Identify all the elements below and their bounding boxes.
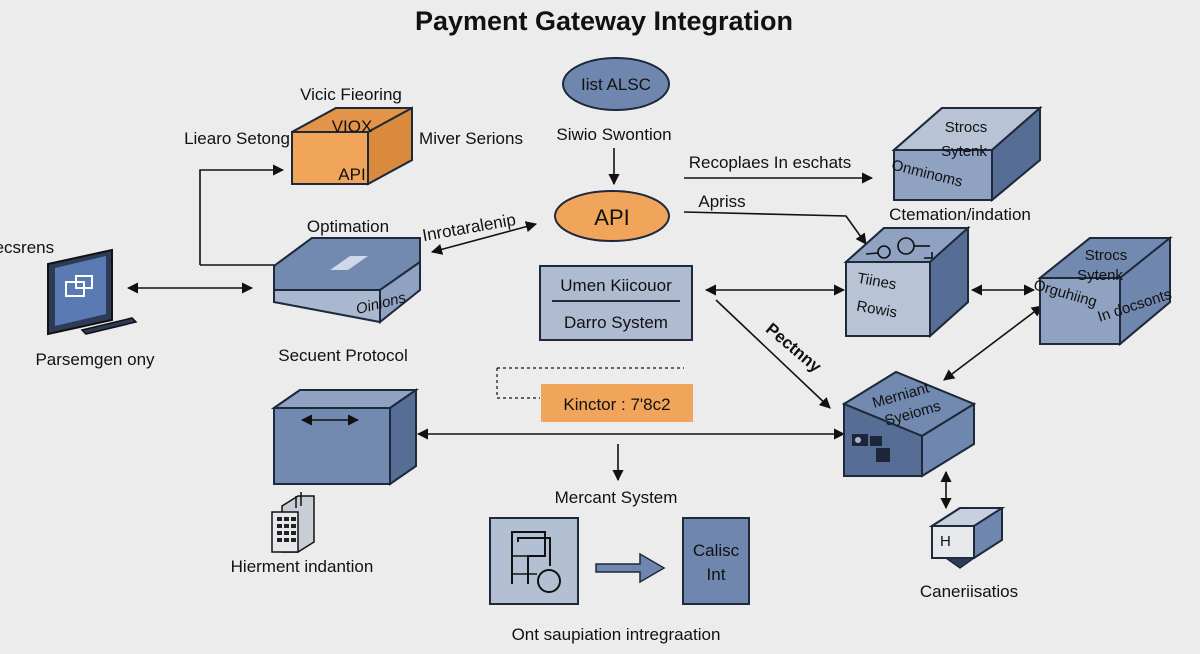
hierment-indantion-label: Hierment indantion <box>231 557 374 576</box>
connector-dashed-kinctor <box>496 368 540 399</box>
siwio-swontion-label: Siwio Swontion <box>556 125 671 144</box>
ctemation-label: Ctemation/indation <box>889 205 1031 224</box>
tiines-label: Tiines <box>856 270 898 294</box>
secuent-protocol-label: Secuent Protocol <box>278 346 407 365</box>
sytenk-2-label: Sytenk <box>1077 267 1123 284</box>
strocs-sytenk-cube-1[interactable]: Strocs Sytenk Onminoms <box>890 105 1043 203</box>
api-main-node[interactable]: API <box>554 190 670 242</box>
merniant-syeioms-cube[interactable]: Merniant Syeioms <box>841 370 977 478</box>
iist-alsc-label: Iist ALSC <box>581 75 651 94</box>
liearo-setong-label: Liearo Setong <box>184 129 290 148</box>
miver-serions-label: Miver Serions <box>419 129 523 148</box>
iecsrens-label: Iecsrens <box>0 238 54 257</box>
calisc-label: Calisc <box>693 541 740 560</box>
tiines-rowis-cube[interactable]: Tiines Rowis <box>843 225 971 339</box>
secuent-protocol-cube[interactable]: Oinions <box>273 237 421 325</box>
document-search-icon <box>511 531 561 593</box>
strocs-2-label: Strocs <box>1085 247 1128 264</box>
diagram-title: Payment Gateway Integration <box>415 6 793 36</box>
connector-inrotaralenip <box>430 221 538 255</box>
umen-kiicouor-label: Umen Kiicouor <box>560 276 672 295</box>
bottom-left-cube[interactable] <box>270 388 420 486</box>
connectors <box>126 148 1043 510</box>
kinctor-box[interactable]: Kinctor : 7'8c2 <box>541 384 693 422</box>
connector-pectnny <box>715 299 831 409</box>
strocs-1-label: Strocs <box>945 119 988 136</box>
iist-alsc-node[interactable]: Iist ALSC <box>562 57 670 111</box>
inrotaralenip-label: Inrotaralenip <box>421 210 517 245</box>
monitor-icon <box>47 248 138 336</box>
umen-darro-box[interactable]: Umen Kiicouor Darro System <box>539 265 693 341</box>
vicic-fieoring-label: Vicic Fieoring <box>300 85 402 104</box>
sytenk-1-label: Sytenk <box>941 143 987 160</box>
viox-api-cube[interactable]: VIOX API <box>291 106 413 186</box>
viox-label: VIOX <box>332 117 373 136</box>
ont-saupiation-label: Ont saupiation intregraation <box>512 625 721 644</box>
parsemgen-ony-label: Parsemgen ony <box>35 350 155 369</box>
connector-apriss <box>683 211 867 245</box>
darro-system-label: Darro System <box>564 313 668 332</box>
device-glyph-icon <box>852 434 890 462</box>
h-glyph: H <box>940 533 951 550</box>
recoplaes-label: Recoplaes In eschats <box>689 153 852 172</box>
document-search-box[interactable] <box>489 517 579 605</box>
caneriisatios-node[interactable]: H <box>928 507 1006 569</box>
apriss-label: Apriss <box>698 192 745 211</box>
api-cube-label: API <box>338 165 365 184</box>
node-link-icon <box>865 237 933 259</box>
calisc-int-box[interactable]: Calisc Int <box>682 517 750 605</box>
mercant-system-label: Mercant System <box>555 488 678 507</box>
rowis-label: Rowis <box>855 298 898 322</box>
connector-secuent-to-viox <box>199 164 285 265</box>
keypad-icon <box>271 492 315 553</box>
kinctor-label: Kinctor : 7'8c2 <box>563 395 670 414</box>
caneriisatios-label: Caneriisatios <box>920 582 1018 601</box>
connector-strocs-merniant <box>943 305 1043 381</box>
int-label: Int <box>707 565 726 584</box>
api-main-label: API <box>594 205 629 230</box>
optimation-label: Optimation <box>307 217 389 236</box>
arrow-right-icon <box>595 552 666 584</box>
strocs-sytenk-cube-2[interactable]: Strocs Sytenk Orguhiing In docsonts <box>1032 235 1174 347</box>
pectnny-label: Pectnny <box>762 319 825 376</box>
